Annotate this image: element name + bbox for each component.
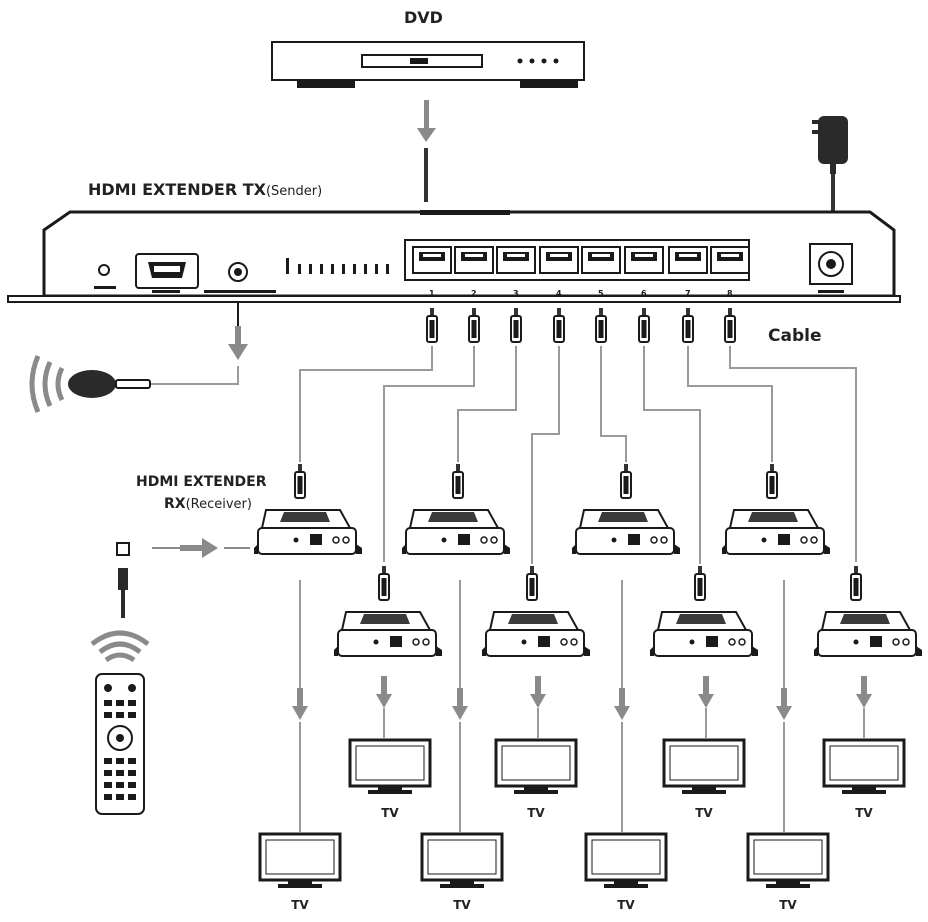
tv-bottom-4 [746,832,830,890]
tx-sender-unit: 1 2 3 4 5 6 7 8 [7,210,901,303]
rx-receiver-lower-4 [813,611,923,657]
rj45-port-7: 7 [668,246,708,298]
rx-upper-arrow-1 [292,688,308,720]
rx-receiver-upper-2 [401,509,511,555]
rx-receiver-upper-3 [571,509,681,555]
port-number-7: 7 [685,289,691,298]
cable-label: Cable [768,326,822,346]
tv-label-middle-1: TV [381,806,399,820]
rj45-port-3: 3 [496,246,536,298]
tx-cable-plug-5 [595,307,607,343]
port-number-8: 8 [727,289,733,298]
dvd-to-tx-arrow [417,100,436,202]
port-number-2: 2 [471,289,477,298]
tv-label-bottom-3: TV [617,898,635,912]
port-number-5: 5 [598,289,604,298]
rx-lower-plug-1 [378,565,390,601]
power-adapter [812,116,848,226]
port-number-3: 3 [513,289,519,298]
rx-upper-plug-4 [766,463,778,499]
rx-receiver-lower-3 [649,611,759,657]
rx-title-label: RX(Receiver) [164,496,252,512]
rx-lower-arrow-4 [856,676,872,708]
rx-receiver-lower-2 [481,611,591,657]
tx-cable-plug-8 [724,307,736,343]
tv-bottom-3 [584,832,668,890]
rx-upper-plug-3 [620,463,632,499]
tv-bottom-1 [258,832,342,890]
rx-lower-plug-2 [526,565,538,601]
tx-title-label: HDMI EXTENDER TX(Sender) [88,180,322,199]
port-number-1: 1 [429,289,435,298]
rx-upper-arrow-2 [452,688,468,720]
dvd-player [271,41,585,88]
rx-lower-arrow-1 [376,676,392,708]
tx-title: HDMI EXTENDER TX [88,180,266,199]
rx-lower-plug-4 [850,565,862,601]
rx-lower-arrow-2 [530,676,546,708]
rj45-port-4: 4 [539,246,579,298]
rj45-port-8: 8 [710,246,750,298]
tv-middle-3 [662,738,746,796]
rx-lower-arrow-3 [698,676,714,708]
receiver-units [253,463,923,890]
rj45-port-2: 2 [454,246,494,298]
rx-receiver-upper-1 [253,509,363,555]
rx-subtitle: (Receiver) [185,497,252,512]
rx-lower-plug-3 [694,565,706,601]
rj45-port-1: 1 [412,246,452,298]
tv-middle-4 [822,738,906,796]
rx-receiver-upper-4 [721,509,831,555]
tx-cable-plug-2 [468,307,480,343]
tv-label-middle-2: TV [527,806,545,820]
rx-receiver-lower-1 [333,611,443,657]
ir-extender [29,302,248,413]
tv-label-bottom-2: TV [453,898,471,912]
dvd-label: DVD [404,8,443,27]
rx-title-2: RX [164,496,186,512]
tx-cable-plug-3 [510,307,522,343]
rx-upper-arrow-4 [776,688,792,720]
rj45-port-6: 6 [624,246,664,298]
tv-middle-2 [494,738,578,796]
rx-upper-plug-1 [294,463,306,499]
tv-label-middle-4: TV [855,806,873,820]
port-number-6: 6 [641,289,647,298]
tx-cable-plug-6 [638,307,650,343]
tx-cable-plug-4 [553,307,565,343]
rx-title: HDMI EXTENDER [136,474,267,490]
tv-label-bottom-1: TV [291,898,309,912]
tx-subtitle: (Sender) [265,184,323,199]
rj45-port-5: 5 [581,246,621,298]
tv-middle-1 [348,738,432,796]
cable-wires [299,307,857,564]
tv-label-bottom-4: TV [779,898,797,912]
tx-cable-plug-7 [682,307,694,343]
tv-label-middle-3: TV [695,806,713,820]
rx-upper-plug-2 [452,463,464,499]
port-number-4: 4 [556,289,562,298]
ir-receiver-remote [90,538,250,815]
tx-cable-plug-1 [426,307,438,343]
tv-bottom-2 [420,832,504,890]
rx-upper-arrow-3 [614,688,630,720]
